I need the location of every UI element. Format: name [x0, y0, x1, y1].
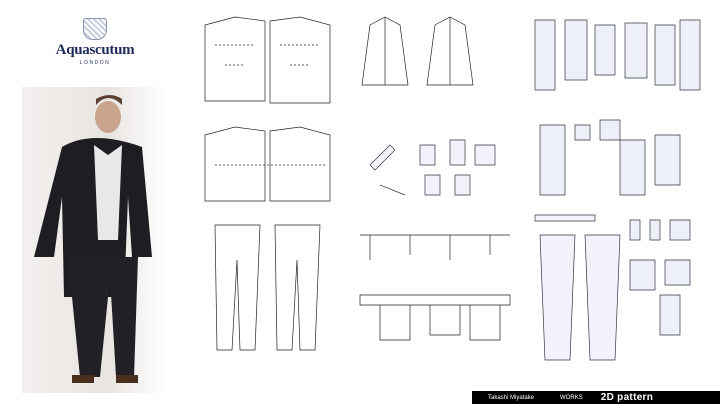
model-photo [22, 87, 165, 393]
author-name: Takashi Miyatake [488, 394, 535, 401]
jacket-pattern-pieces [530, 15, 710, 110]
slide-title: 2D pattern [600, 392, 654, 403]
crest-icon [83, 18, 107, 40]
trouser-pattern-pieces [530, 210, 710, 370]
lining-pattern-drafting [195, 120, 345, 210]
lining-pattern-pieces [530, 115, 710, 205]
jacket-flat-sketch [360, 10, 500, 105]
brand-logo: Aquascutum LONDON [50, 18, 140, 66]
small-parts-pattern [360, 125, 510, 205]
trouser-flat-sketch [195, 215, 345, 360]
section-label: WORKS [560, 394, 583, 401]
brand-city: LONDON [79, 60, 111, 66]
brand-name: Aquascutum [55, 42, 135, 58]
footer-bar: Takashi Miyatake WORKS 2D pattern [472, 391, 720, 404]
jacket-pattern-drafting [195, 5, 345, 105]
trouser-pattern-drafting [350, 215, 520, 345]
